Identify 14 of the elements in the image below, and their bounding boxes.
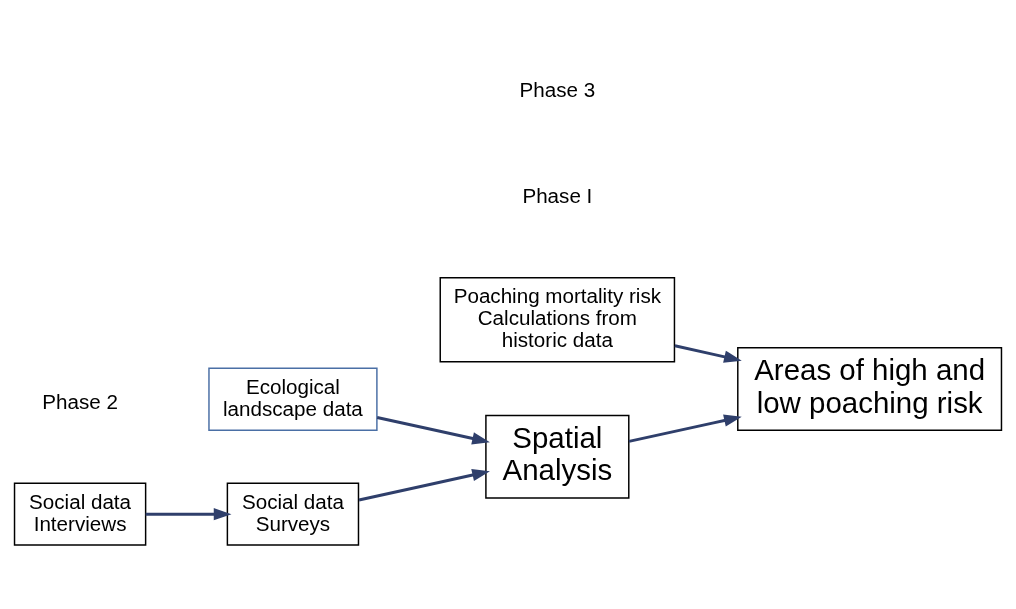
node-box: Social data Surveys	[226, 482, 360, 546]
label: Phase 2	[42, 389, 118, 413]
arrow	[145, 507, 232, 520]
node-box: Poaching mortality risk Calculations from historic data	[439, 276, 676, 362]
arrow	[376, 415, 490, 444]
node-box: Spatial Analysis	[485, 414, 630, 499]
label: Phase 3	[519, 77, 596, 101]
arrow	[674, 343, 742, 363]
node-box: Social data Interviews	[13, 482, 147, 546]
node-box: Areas of high and low poaching risk	[737, 346, 1003, 431]
node-box: Ecological landscape data	[208, 367, 378, 431]
label: Phase I	[522, 183, 593, 207]
arrow	[358, 468, 490, 501]
arrow	[628, 413, 742, 443]
